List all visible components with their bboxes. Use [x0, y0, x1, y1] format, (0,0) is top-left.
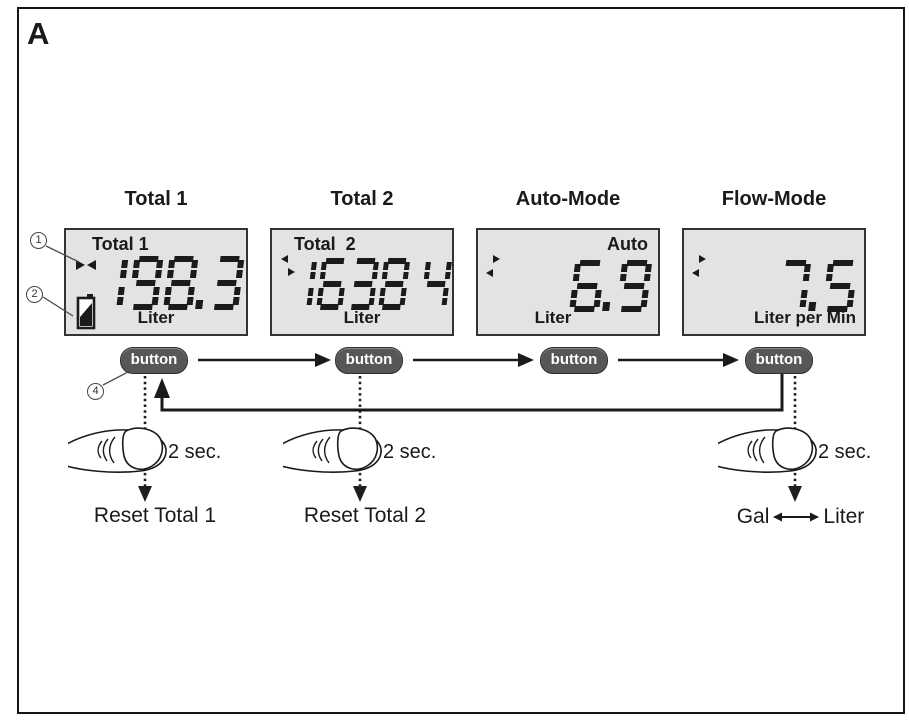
mode-button[interactable]: button — [540, 347, 608, 374]
hold-duration-label: 2 sec. — [818, 441, 872, 463]
battery-icon — [76, 294, 96, 330]
flow-direction-indicator-icon — [76, 260, 85, 270]
finger-press-icon — [718, 421, 830, 477]
unit-toggle-label: Gal Liter — [713, 505, 888, 529]
callout-badge-control-button: 4 — [87, 383, 104, 400]
reset-total1-label: Reset Total 1 — [93, 504, 217, 527]
flow-direction-indicator-icon — [699, 255, 706, 263]
mode-title-total1: Total 1 — [124, 188, 188, 210]
callout-badge-flow-indicator: 1 — [30, 232, 47, 249]
lcd-value — [285, 258, 452, 310]
figure-label: A — [27, 16, 50, 51]
lcd-unit-label: Liter — [343, 308, 381, 327]
flow-direction-indicator-icon — [493, 255, 500, 263]
finger-press-icon — [68, 421, 180, 477]
flow-direction-indicator-icon — [486, 269, 493, 277]
mode-title-flow-mode: Flow-Mode — [721, 188, 827, 210]
lcd-mode-label: Total 1 — [92, 234, 149, 254]
lcd-mode-label: Auto — [607, 234, 648, 254]
lcd-value — [775, 260, 858, 312]
double-arrow-icon — [773, 512, 820, 522]
flow-direction-indicator-icon — [288, 268, 295, 276]
flow-direction-indicator-icon — [692, 269, 699, 277]
unit-toggle-left: Gal — [736, 505, 770, 528]
lcd-unit-label: Liter — [534, 308, 572, 327]
mode-button[interactable]: button — [335, 347, 403, 374]
hold-duration-label: 2 sec. — [383, 441, 437, 463]
lcd-value — [569, 260, 652, 312]
mode-button[interactable]: button — [120, 347, 188, 374]
mode-title-auto-mode: Auto-Mode — [515, 188, 621, 210]
callout-badge-battery-indicator: 2 — [26, 286, 43, 303]
lcd-unit-label: Liter per Min — [753, 308, 856, 327]
finger-press-icon — [283, 421, 395, 477]
lcd-display-auto: Auto Liter — [476, 228, 660, 336]
mode-title-total2: Total 2 — [330, 188, 394, 210]
lcd-display-total1: Total 1 Liter — [64, 228, 248, 336]
flow-direction-indicator-icon — [87, 260, 96, 270]
lcd-value — [93, 256, 245, 310]
lcd-mode-label: Total 2 — [294, 234, 356, 254]
reset-total2-label: Reset Total 2 — [303, 504, 427, 527]
figure-frame — [17, 7, 905, 714]
flow-direction-indicator-icon — [281, 255, 288, 263]
lcd-display-flow: Liter per Min — [682, 228, 866, 336]
hold-duration-label: 2 sec. — [168, 441, 222, 463]
unit-toggle-right: Liter — [823, 505, 865, 528]
lcd-display-total2: Total 2 Liter — [270, 228, 454, 336]
lcd-unit-label: Liter — [137, 308, 175, 327]
mode-button[interactable]: button — [745, 347, 813, 374]
